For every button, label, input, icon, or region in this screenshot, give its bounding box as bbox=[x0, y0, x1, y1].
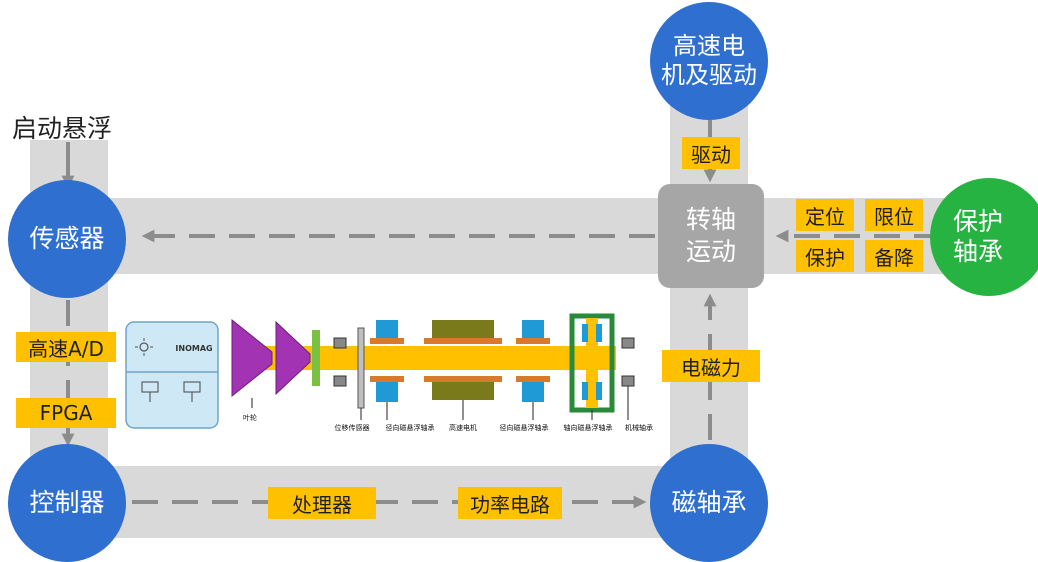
protect-bearing-node: 保护 轴承 bbox=[930, 178, 1038, 296]
motor-label-line2: 机及驱动 bbox=[661, 61, 757, 89]
caption-displacement-sensor: 位移传感器 bbox=[335, 423, 370, 432]
caption-motor: 高速电机 bbox=[449, 423, 477, 432]
controller-label: 控制器 bbox=[29, 487, 105, 517]
limit-tag: 限位 bbox=[865, 199, 923, 231]
protect-bearing-line1: 保护 bbox=[952, 206, 1003, 236]
motor-label-line1: 高速电 bbox=[673, 31, 745, 60]
electromagnetic-force-tag: 电磁力 bbox=[662, 350, 760, 382]
caption-radial-bearing-2: 径向磁悬浮轴承 bbox=[500, 423, 549, 432]
caption-radial-bearing-1: 径向磁悬浮轴承 bbox=[386, 423, 435, 432]
radial-bearing-1-bottom bbox=[376, 382, 398, 402]
motor-node: 高速电 机及驱动 bbox=[650, 2, 768, 120]
magnetic-bearing-node: 磁轴承 bbox=[650, 444, 768, 562]
start-levitation-label: 启动悬浮 bbox=[12, 114, 113, 143]
caption-mechanical-bearing: 机械轴承 bbox=[625, 423, 653, 432]
protect-bearing-line2: 轴承 bbox=[952, 237, 1003, 266]
radial-bearing-2-bottom bbox=[522, 382, 544, 402]
device-illustration: INOMAG bbox=[125, 313, 653, 432]
radial-bearing-2-top bbox=[522, 320, 544, 340]
impeller-right bbox=[275, 320, 311, 396]
power-circuit-tag: 功率电路 bbox=[458, 487, 562, 519]
drive-tag: 驱动 bbox=[682, 137, 740, 169]
magnetic-bearing-label: 磁轴承 bbox=[671, 487, 747, 517]
high-speed-ad-tag: 高速A/D bbox=[16, 332, 116, 362]
impeller-left bbox=[231, 318, 273, 398]
rotor-line1: 转轴 bbox=[685, 204, 736, 234]
fpga-tag: FPGA bbox=[16, 398, 116, 428]
caption-axial-bearing: 轴向磁悬浮轴承 bbox=[564, 423, 613, 432]
caption-impeller: 叶轮 bbox=[243, 413, 257, 422]
rotor-motion-box: 转轴 运动 bbox=[658, 184, 764, 288]
controller-node: 控制器 bbox=[8, 444, 126, 562]
controller-box bbox=[125, 321, 219, 429]
sensor-node: 传感器 bbox=[8, 180, 126, 298]
brand-label: INOMAG bbox=[175, 344, 212, 353]
rotor-line2: 运动 bbox=[685, 237, 736, 266]
backup-landing-tag: 备降 bbox=[865, 240, 923, 272]
processor-tag: 处理器 bbox=[268, 487, 376, 519]
position-tag: 定位 bbox=[796, 199, 854, 231]
radial-bearing-1-top bbox=[376, 320, 398, 340]
sensor-label: 传感器 bbox=[29, 223, 105, 253]
status-light-icon bbox=[139, 342, 149, 352]
protect-tag: 保护 bbox=[796, 240, 854, 272]
